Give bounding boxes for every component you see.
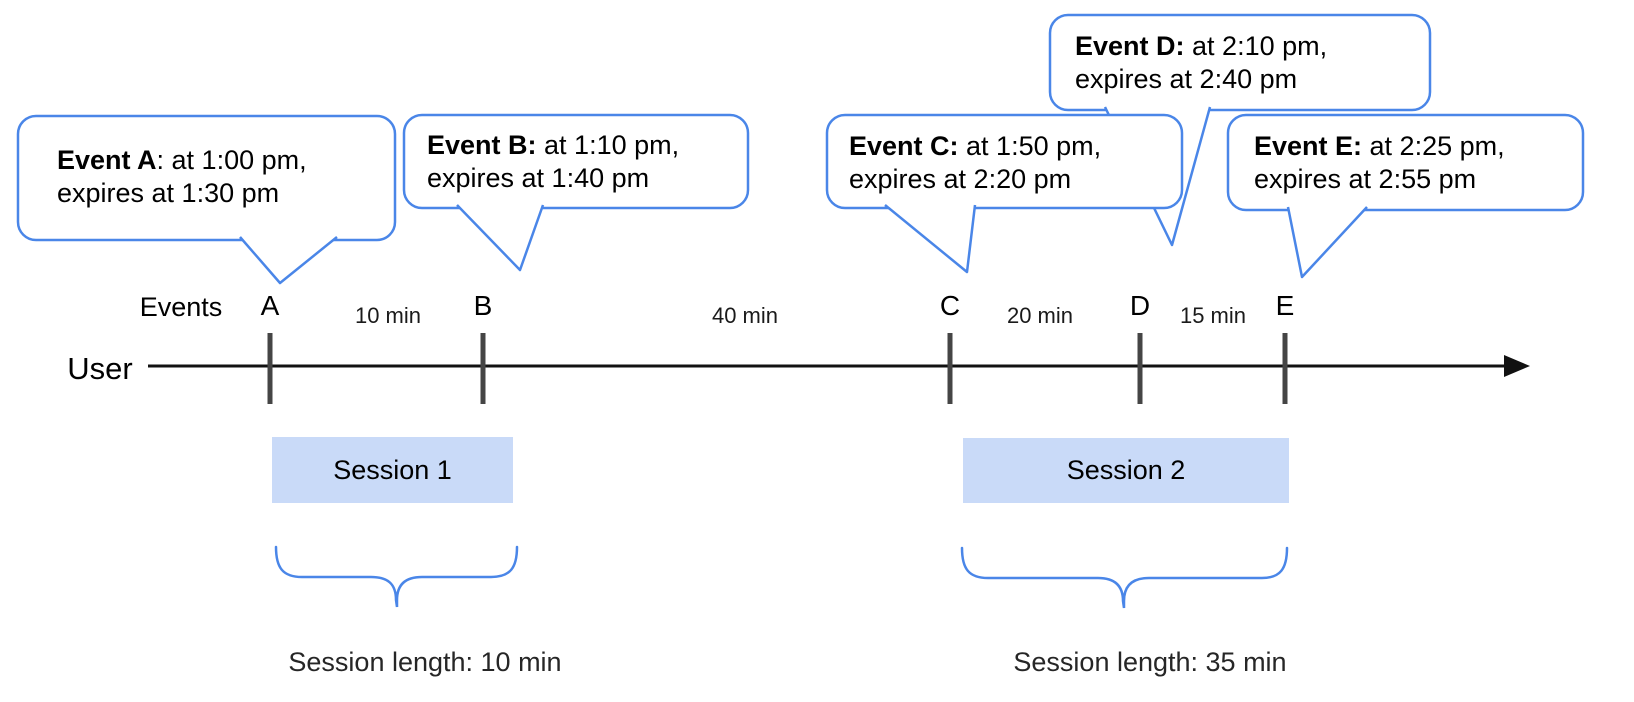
session-1-length-label: Session length: 10 min: [288, 647, 562, 677]
event-e-title: Event E:: [1254, 131, 1363, 161]
event-b-time: at 1:10 pm,: [536, 130, 680, 160]
event-e-bubble-tail: [1286, 206, 1368, 279]
session-2-box: Session 2: [963, 438, 1289, 503]
session-2-label: Session 2: [1066, 455, 1186, 485]
event-a-line1: Event A: at 1:00 pm,: [57, 144, 307, 177]
event-c-bubble-tail: [884, 204, 977, 274]
tick-label-b: B: [473, 290, 493, 321]
event-b-bubble-text: Event B: at 1:10 pm, expires at 1:40 pm: [427, 129, 679, 195]
event-e-bubble-text: Event E: at 2:25 pm, expires at 2:55 pm: [1254, 130, 1505, 196]
tick-label-e: E: [1275, 290, 1295, 321]
event-a-line2: expires at 1:30 pm: [57, 178, 280, 208]
event-e-line2: expires at 2:55 pm: [1254, 164, 1477, 194]
event-c-bubble-text: Event C: at 1:50 pm, expires at 2:20 pm: [849, 130, 1101, 196]
tick-label-a: A: [260, 290, 280, 321]
event-b-title: Event B:: [427, 130, 537, 160]
timeline-arrowhead-icon: [1504, 355, 1530, 377]
event-c-bubble: [825, 113, 1184, 210]
event-a-title: Event A: [57, 145, 157, 175]
event-b-bubble: [402, 113, 750, 210]
session-1-box: Session 1: [272, 437, 513, 503]
event-b-line2: expires at 1:40 pm: [427, 163, 650, 193]
session-1-brace: [274, 545, 519, 608]
event-c-title: Event C:: [849, 131, 959, 161]
event-e-line1: Event E: at 2:25 pm,: [1254, 130, 1505, 163]
event-a-time: : at 1:00 pm,: [156, 145, 307, 175]
event-c-line1: Event C: at 1:50 pm,: [849, 130, 1101, 163]
event-b-line1: Event B: at 1:10 pm,: [427, 129, 679, 162]
tick-label-d: D: [1129, 290, 1151, 321]
event-b-bubble-tail: [456, 204, 545, 272]
user-row-label: User: [67, 351, 133, 386]
tick-label-c: C: [939, 290, 961, 321]
event-e-time: at 2:25 pm,: [1362, 131, 1505, 161]
events-row-label: Events: [139, 292, 223, 322]
gap-label-c-d: 20 min: [1006, 303, 1074, 328]
event-d-line2: expires at 2:40 pm: [1075, 64, 1298, 94]
event-c-time: at 1:50 pm,: [958, 131, 1102, 161]
event-e-bubble: [1226, 113, 1585, 212]
session-2-length-label: Session length: 35 min: [1013, 647, 1287, 677]
gap-label-d-e: 15 min: [1179, 303, 1247, 328]
event-a-bubble-tail: [239, 236, 338, 285]
event-d-title: Event D:: [1075, 31, 1185, 61]
event-d-time: at 2:10 pm,: [1184, 31, 1328, 61]
session-1-label: Session 1: [333, 454, 452, 485]
event-a-bubble: [16, 114, 397, 242]
event-d-line1: Event D: at 2:10 pm,: [1075, 30, 1327, 63]
session-2-brace: [960, 546, 1289, 609]
event-d-bubble-text: Event D: at 2:10 pm, expires at 2:40 pm: [1075, 30, 1327, 96]
gap-label-a-b: 10 min: [354, 303, 422, 328]
event-a-bubble-text: Event A: at 1:00 pm, expires at 1:30 pm: [57, 144, 307, 210]
event-d-bubble: [1048, 13, 1432, 112]
event-c-line2: expires at 2:20 pm: [849, 164, 1072, 194]
gap-label-b-c: 40 min: [711, 303, 779, 328]
